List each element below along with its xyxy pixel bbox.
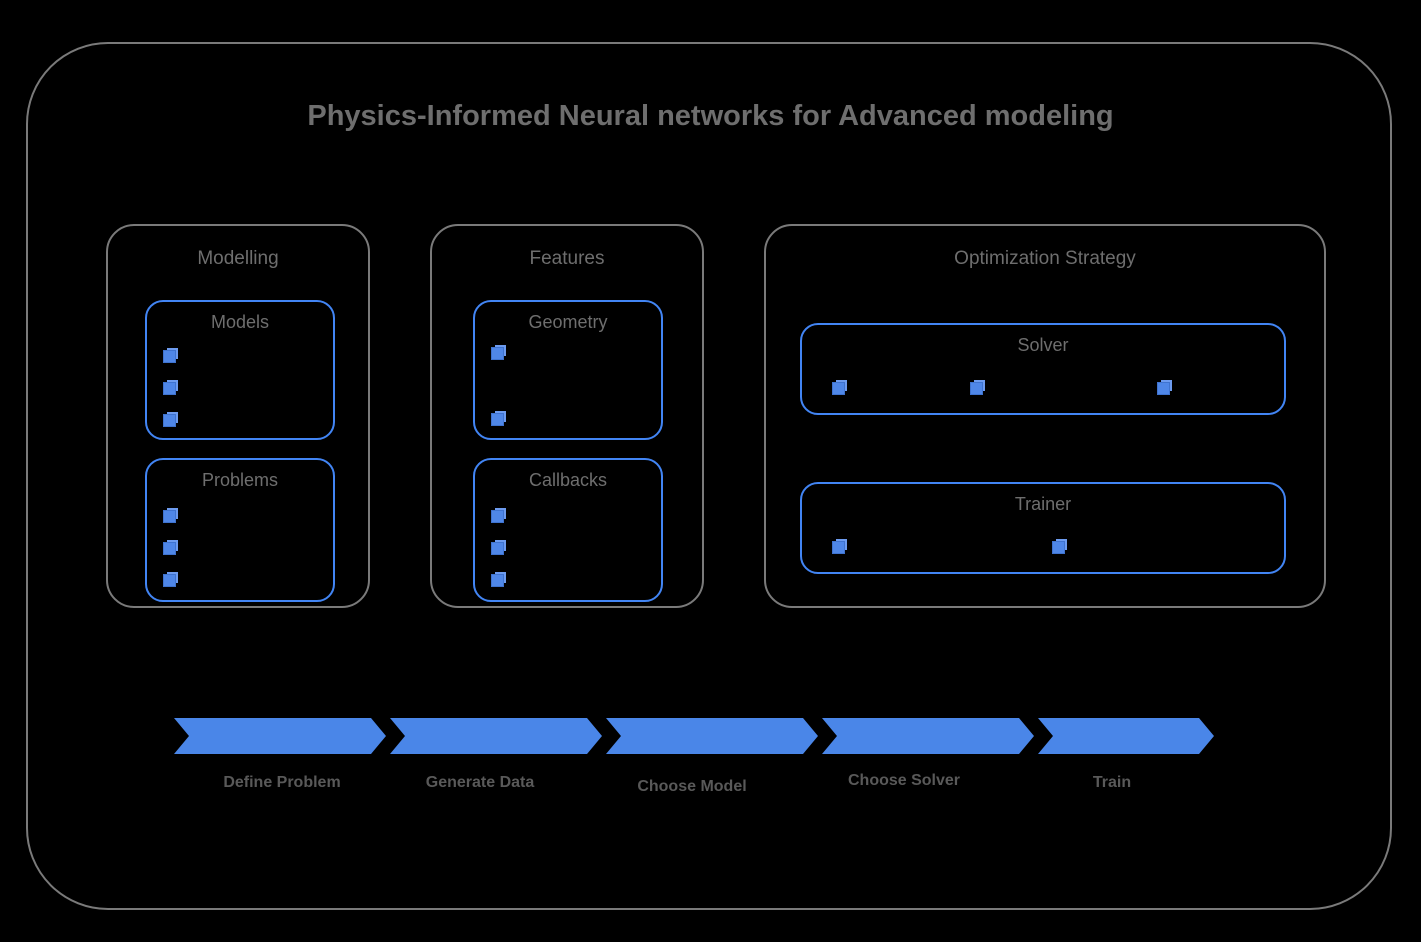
- pipeline-step-arrow-2[interactable]: [390, 718, 602, 754]
- cube-marker: [832, 541, 845, 554]
- cube-marker: [970, 382, 983, 395]
- inner-box-models[interactable]: Models: [145, 300, 335, 440]
- group-panel-optimization-strategy[interactable]: Optimization Strategy: [764, 224, 1326, 608]
- pipeline-step-arrow-5[interactable]: [1038, 718, 1214, 754]
- cube-marker: [491, 413, 504, 426]
- outer-frame: [26, 42, 1392, 910]
- inner-box-trainer[interactable]: Trainer: [800, 482, 1286, 574]
- cube-marker: [163, 542, 176, 555]
- pipeline-step-label-3: Choose Model: [637, 778, 747, 795]
- pipeline-step-label-1: Define Problem: [223, 774, 341, 791]
- cube-marker: [163, 350, 176, 363]
- cube-marker: [163, 574, 176, 587]
- inner-box-title-callbacks: Callbacks: [528, 470, 608, 490]
- group-title-modelling: Modelling: [197, 248, 279, 269]
- pipeline-arrows: [174, 718, 1214, 754]
- cube-marker: [491, 542, 504, 555]
- pipeline-step-label-5: Train: [1092, 774, 1132, 791]
- inner-box-title-geometry: Geometry: [528, 312, 608, 332]
- cube-marker: [163, 510, 176, 523]
- inner-box-geometry[interactable]: Geometry: [473, 300, 663, 440]
- group-panel-features[interactable]: Features: [430, 224, 704, 608]
- cube-marker: [491, 510, 504, 523]
- inner-box-callbacks[interactable]: Callbacks: [473, 458, 663, 602]
- cube-marker: [1157, 382, 1170, 395]
- cube-marker: [1052, 541, 1065, 554]
- page-title: Physics-Informed Neural networks for Adv…: [307, 100, 1114, 132]
- inner-box-title-trainer: Trainer: [1014, 494, 1072, 514]
- cube-marker: [491, 347, 504, 360]
- cube-marker: [832, 382, 845, 395]
- group-panel-modelling[interactable]: Modelling: [106, 224, 370, 608]
- cube-marker: [163, 414, 176, 427]
- inner-box-title-solver: Solver: [1017, 335, 1069, 355]
- pipeline-step-arrow-3[interactable]: [606, 718, 818, 754]
- group-title-features: Features: [529, 248, 605, 269]
- pipeline-step-label-2: Generate Data: [425, 774, 535, 791]
- inner-box-title-problems: Problems: [201, 470, 279, 490]
- pipeline-step-arrow-4[interactable]: [822, 718, 1034, 754]
- inner-box-solver[interactable]: Solver: [800, 323, 1286, 415]
- pipeline-step-arrow-1[interactable]: [174, 718, 386, 754]
- inner-box-problems[interactable]: Problems: [145, 458, 335, 602]
- group-title-optimization-strategy: Optimization Strategy: [954, 248, 1136, 269]
- cube-marker: [163, 382, 176, 395]
- pipeline-step-label-4: Choose Solver: [847, 772, 961, 789]
- inner-box-title-models: Models: [210, 312, 270, 332]
- cube-marker: [491, 574, 504, 587]
